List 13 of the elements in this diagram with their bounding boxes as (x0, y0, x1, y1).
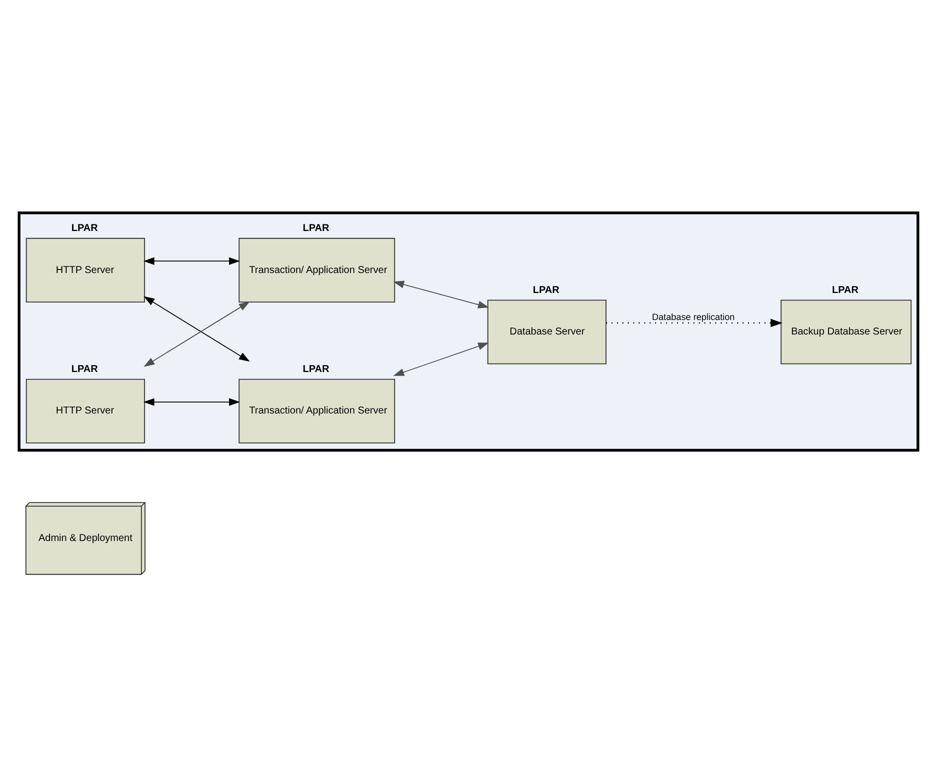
node-label: LPAR (532, 284, 560, 296)
arrow (393, 280, 489, 308)
node-label: LPAR (302, 222, 330, 234)
arrow (143, 398, 240, 406)
arrow (393, 342, 489, 376)
node-label: LPAR (302, 363, 330, 374)
cluster (18, 211, 920, 452)
node-label: LPAR (71, 363, 98, 374)
arrow (143, 256, 240, 264)
edge-label: Database replication (652, 312, 735, 322)
arrow (606, 318, 782, 327)
node-label: LPAR (71, 222, 98, 234)
node-label: LPAR (832, 284, 858, 296)
